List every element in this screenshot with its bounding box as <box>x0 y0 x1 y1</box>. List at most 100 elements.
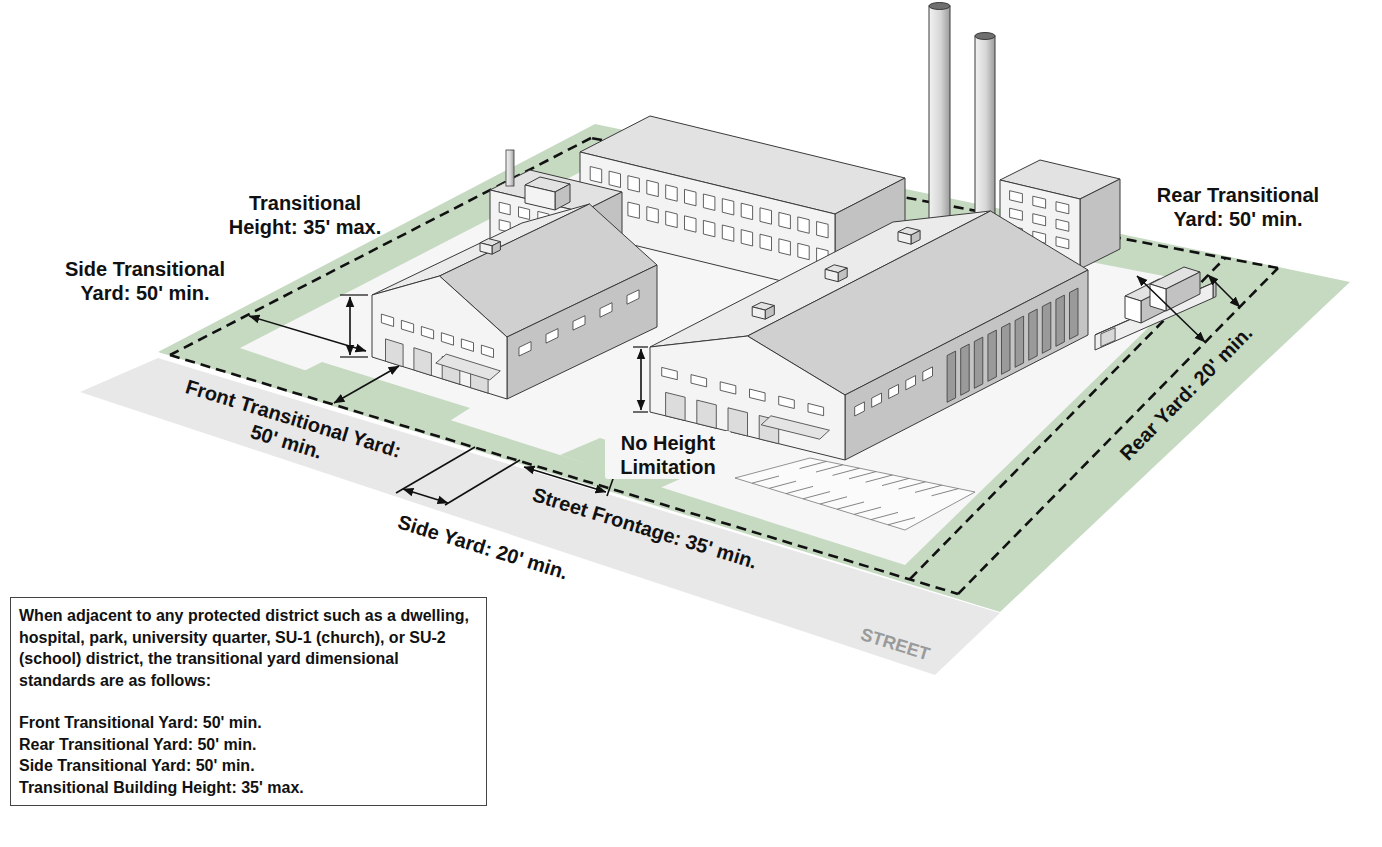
front-wall <box>1125 296 1141 323</box>
side-wall <box>1166 272 1200 311</box>
parking-stripe <box>820 497 847 504</box>
window <box>1056 237 1069 249</box>
extension-line <box>607 476 614 496</box>
parking-lot <box>735 458 975 530</box>
parking-stripe <box>816 465 843 472</box>
smokestack <box>929 6 950 252</box>
window <box>441 333 453 346</box>
window <box>1056 202 1069 214</box>
vent-door <box>1015 316 1024 367</box>
front-wall <box>480 243 492 254</box>
front-wall <box>825 269 838 281</box>
window <box>808 403 824 415</box>
vent-door <box>1070 288 1079 339</box>
window <box>691 375 707 387</box>
vent-door <box>947 351 956 402</box>
window <box>703 194 715 210</box>
window <box>481 345 493 358</box>
parking-stripe <box>800 461 827 468</box>
window <box>760 208 772 224</box>
window <box>685 216 697 232</box>
window <box>750 389 766 401</box>
window <box>741 230 752 246</box>
window <box>519 342 531 356</box>
window <box>779 239 791 255</box>
window <box>779 396 795 408</box>
dimension-arrow <box>334 366 399 403</box>
front-wall <box>752 307 765 319</box>
window <box>760 234 772 250</box>
yard-dimension: Rear Transitional Yard: 50' min. <box>1148 183 1328 231</box>
parking-stripe <box>915 485 942 492</box>
vent-door <box>961 344 970 395</box>
window <box>662 367 678 379</box>
height-dimension: Transitional Height: 35' max. <box>218 191 393 239</box>
window <box>1033 196 1046 208</box>
side-wall <box>492 242 500 255</box>
window <box>1010 208 1023 220</box>
door <box>666 392 686 420</box>
smokestack-top <box>975 33 995 40</box>
note-line: Rear Transitional Yard: 50' min. <box>19 734 478 756</box>
window <box>872 393 882 407</box>
window <box>600 303 612 318</box>
door <box>697 400 717 428</box>
window <box>889 384 899 398</box>
parking-stripe <box>854 507 881 514</box>
note-line: Side Transitional Yard: 50' min. <box>19 755 478 777</box>
side-wall <box>1080 179 1120 269</box>
street-name: STREET <box>858 624 932 665</box>
dimension-lines <box>249 275 1240 505</box>
window <box>647 207 659 223</box>
yard-dimension: Side Transitional Yard: 50' min. <box>55 257 235 305</box>
window <box>381 314 393 326</box>
window <box>609 171 620 187</box>
parking-stripe <box>833 468 860 475</box>
dimension-arrow <box>1137 276 1205 342</box>
note-line: Front Transitional Yard: 50' min. <box>19 712 478 734</box>
door <box>728 408 748 436</box>
extension-line <box>633 411 648 412</box>
window <box>573 316 585 330</box>
window <box>519 207 530 220</box>
smokestack-top <box>929 3 950 10</box>
vent-door <box>1056 295 1065 346</box>
vent-door <box>1029 309 1038 360</box>
parking-stripe <box>899 482 926 489</box>
side-wall <box>838 268 847 282</box>
window <box>421 327 433 340</box>
window <box>685 189 697 205</box>
vent-door <box>988 330 997 381</box>
window <box>666 211 678 227</box>
parking-stripe <box>871 512 898 519</box>
window <box>647 180 659 196</box>
side-wall <box>555 184 570 210</box>
gable-wall <box>372 276 507 399</box>
vent-door <box>1002 323 1011 374</box>
ground <box>80 124 1350 675</box>
parking-stripe <box>837 502 864 509</box>
parking-stripe <box>932 489 959 496</box>
extension-line <box>396 447 475 493</box>
window <box>628 202 640 218</box>
dimension-arrow <box>640 349 642 410</box>
height-dimension: No Height Limitation <box>605 431 731 479</box>
parking-stripe <box>752 476 779 483</box>
window <box>1033 214 1046 226</box>
window <box>590 167 602 183</box>
door <box>414 348 432 376</box>
window <box>546 329 558 344</box>
window <box>628 176 640 192</box>
buildings <box>372 3 1216 461</box>
side-wall <box>507 265 657 399</box>
window <box>855 402 865 416</box>
extension-line <box>445 460 520 505</box>
vent-door <box>974 337 983 388</box>
window <box>722 199 734 215</box>
extension-line <box>340 294 368 295</box>
extension-line <box>633 346 648 347</box>
side-wall <box>765 306 774 320</box>
window <box>817 222 829 238</box>
window <box>798 243 809 259</box>
